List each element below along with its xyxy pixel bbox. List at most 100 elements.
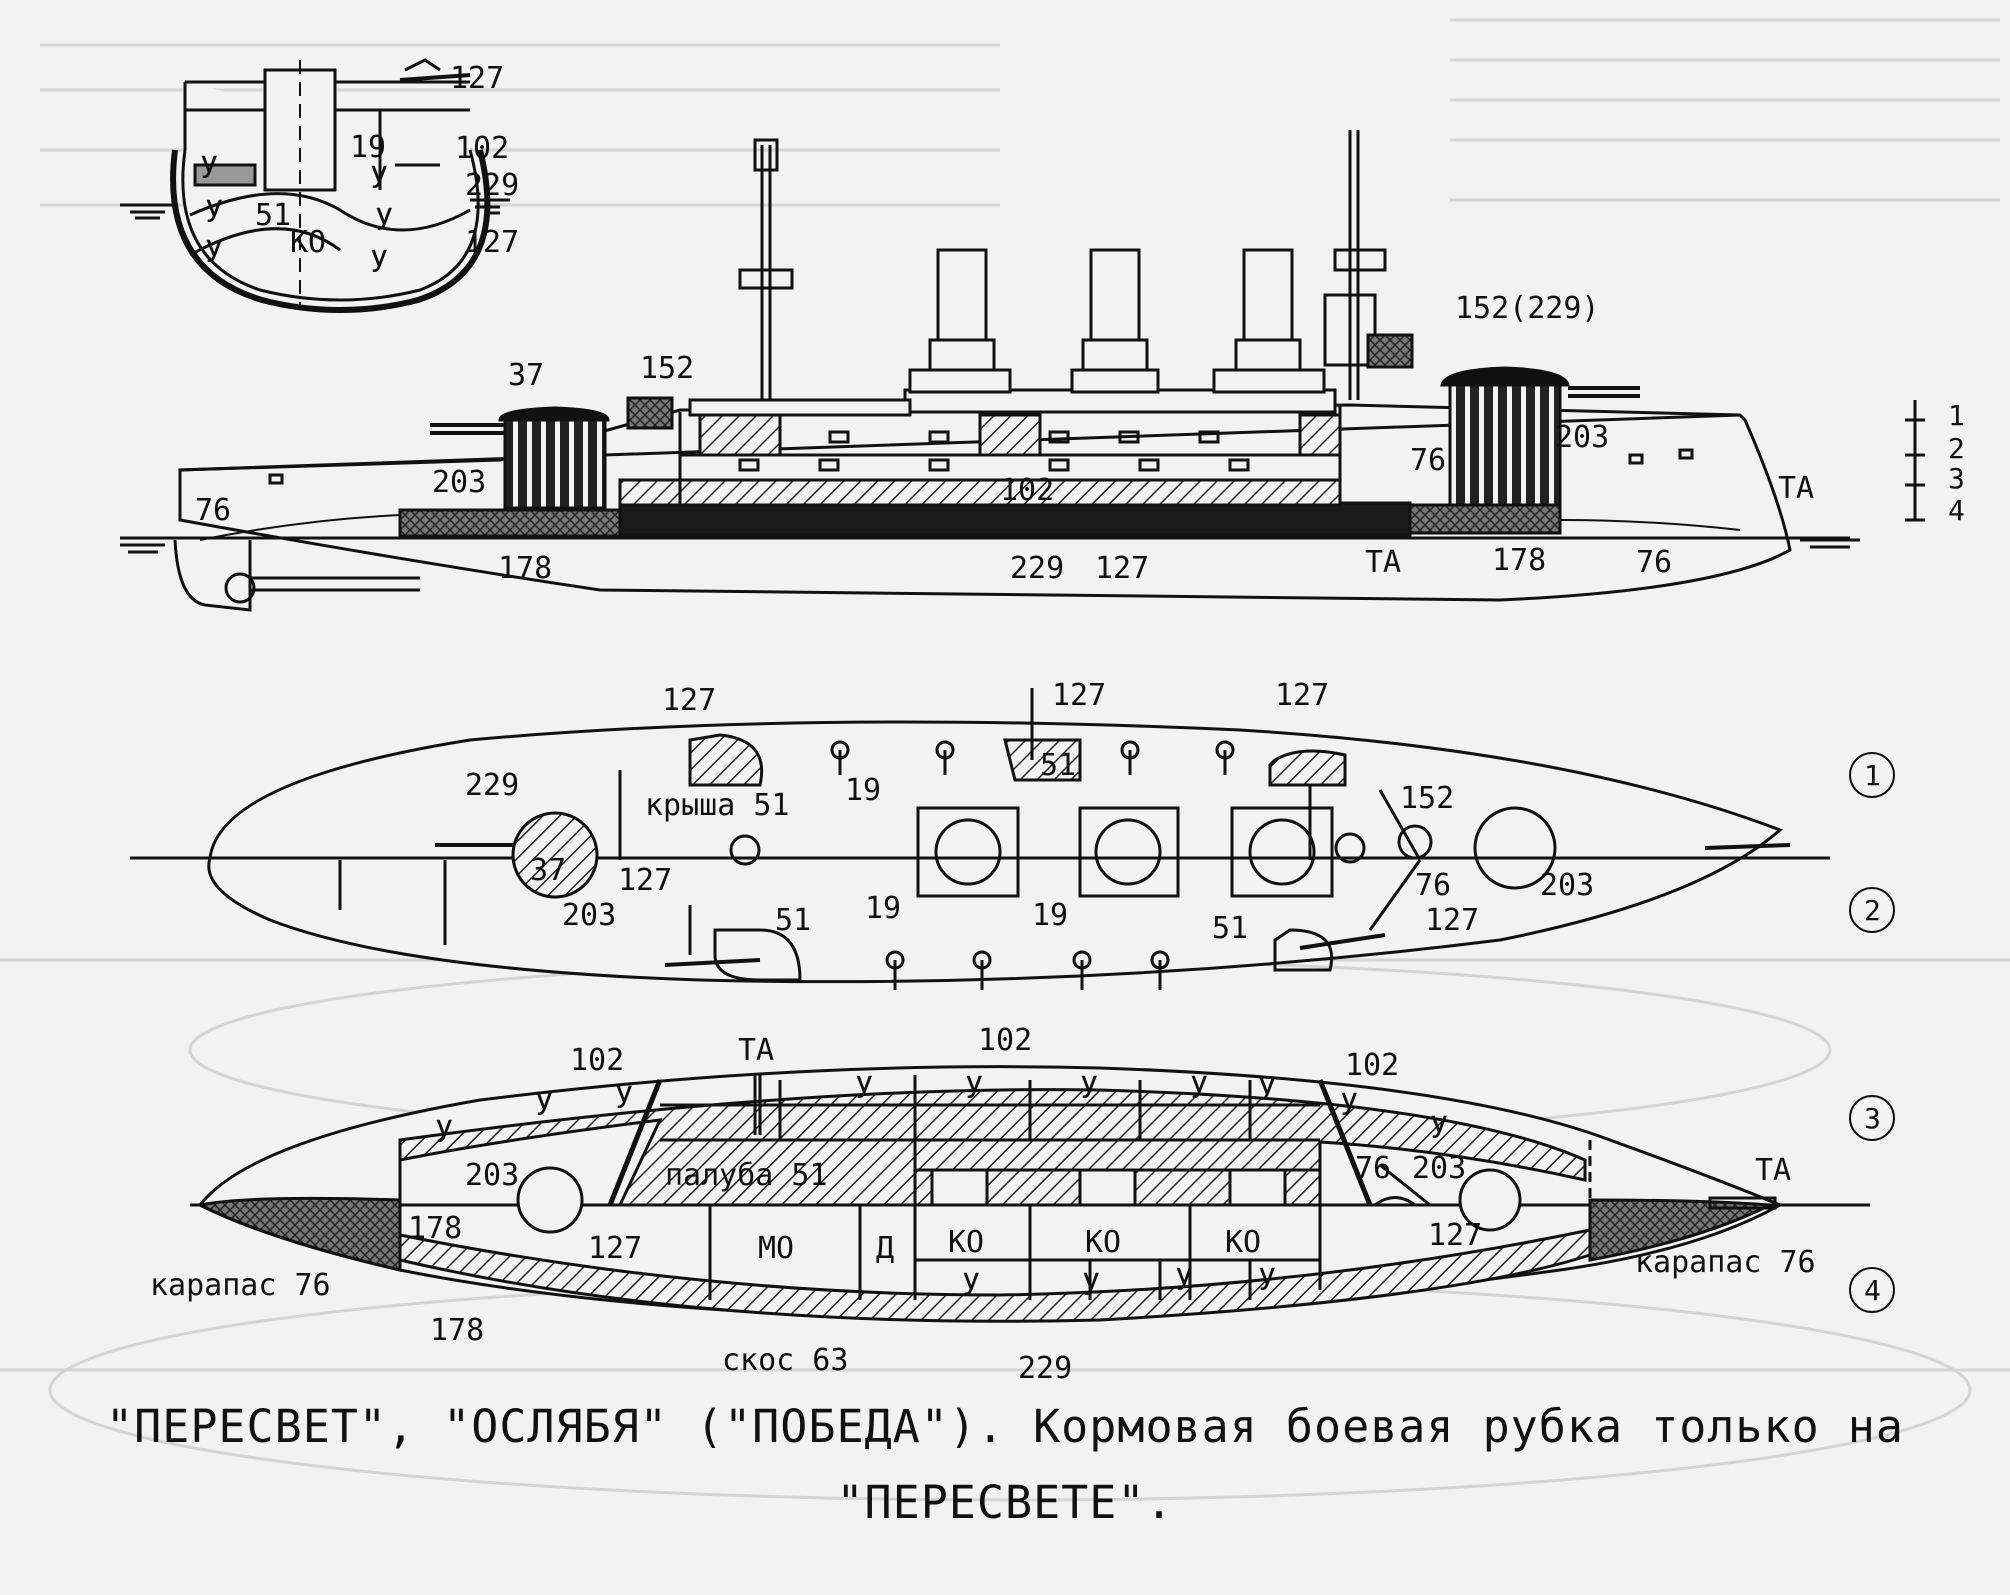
plan-label: 51	[1040, 748, 1076, 783]
profile-label: 152(229)	[1455, 291, 1600, 326]
level-mark: 2	[1864, 894, 1881, 927]
plan-label: 102	[570, 1043, 624, 1078]
plan-label: У	[1190, 1071, 1208, 1106]
profile-label: 127	[1095, 551, 1149, 586]
profile-label: 76	[195, 493, 231, 528]
plan-label: 19	[1032, 898, 1068, 933]
plan-label: 203	[465, 1158, 519, 1193]
profile-label: ТА	[1365, 545, 1401, 580]
section-label: У	[205, 195, 223, 230]
plan-label: У	[1258, 1263, 1276, 1298]
plan-label: У	[615, 1081, 633, 1116]
section-view	[120, 58, 510, 314]
profile-label: 178	[1492, 543, 1546, 578]
plan-label: КО	[1085, 1225, 1121, 1260]
profile-label: 152	[640, 351, 694, 386]
plan-label: 51	[775, 903, 811, 938]
plan-label: 102	[978, 1023, 1032, 1058]
plan-label: 127	[1275, 678, 1329, 713]
plan-label: У	[1175, 1263, 1193, 1298]
profile-label: 178	[498, 551, 552, 586]
plan-label: 19	[845, 773, 881, 808]
section-label: 102	[455, 131, 509, 166]
deck-plan-upper	[130, 688, 1830, 990]
section-label: У	[370, 161, 388, 196]
plan-label: крыша 51	[645, 788, 790, 823]
section-label: 19	[350, 130, 386, 165]
caption-line-1: "ПЕРЕСВЕТ", "ОСЛЯБЯ" ("ПОБЕДА"). Кормова…	[106, 1400, 1904, 1453]
plan-label: 203	[1540, 868, 1594, 903]
profile-label: 203	[1555, 420, 1609, 455]
plan-label: 178	[408, 1211, 462, 1246]
plan-label: У	[1080, 1071, 1098, 1106]
plan-label: У	[535, 1088, 553, 1123]
section-label: 127	[465, 225, 519, 260]
plan-label: 102	[1345, 1048, 1399, 1083]
section-labels: 127 19 102 229 127 51 КО У У У У У У	[200, 61, 519, 280]
level-mark: 1	[1948, 399, 1965, 432]
profile-labels: 37 152 152(229) 203 203 76 76 76 102 178…	[195, 291, 1965, 586]
plan-label: 127	[618, 863, 672, 898]
profile-label: 76	[1410, 443, 1446, 478]
plan-label: 127	[662, 683, 716, 718]
plan-label: Д	[876, 1231, 894, 1266]
section-label: 127	[450, 61, 504, 96]
plan-label: 127	[588, 1231, 642, 1266]
caption-line-2: "ПЕРЕСВЕТЕ".	[836, 1476, 1174, 1529]
plan-label: 76	[1415, 868, 1451, 903]
level-mark: 4	[1864, 1274, 1881, 1307]
plan-label: ТА	[1755, 1153, 1791, 1188]
plan-label: 127	[1425, 903, 1479, 938]
profile-label: 229	[1010, 551, 1064, 586]
plan-label: 203	[562, 898, 616, 933]
section-label: КО	[290, 225, 326, 260]
level-mark: 1	[1864, 759, 1881, 792]
section-label: У	[200, 151, 218, 186]
plan-label: 127	[1052, 678, 1106, 713]
plan-label: 178	[430, 1313, 484, 1348]
section-label: 229	[465, 168, 519, 203]
plan-label: 127	[1428, 1218, 1482, 1253]
deck-plan-lower	[190, 1065, 1870, 1323]
plan-label: У	[1258, 1073, 1276, 1108]
plan-label: У	[962, 1268, 980, 1303]
plan-label: У	[1430, 1111, 1448, 1146]
plan-label: У	[1082, 1268, 1100, 1303]
plan-label: МО	[758, 1231, 794, 1266]
lower-plan-labels: 102 ТА 102 102 У У У У У У У У У У 203 п…	[150, 1023, 1895, 1386]
plan-label: КО	[948, 1225, 984, 1260]
profile-label: 76	[1636, 545, 1672, 580]
level-mark: 2	[1948, 432, 1965, 465]
profile-label: 102	[1000, 473, 1054, 508]
plan-label: 203	[1412, 1151, 1466, 1186]
profile-label: ТА	[1778, 471, 1814, 506]
plan-label: КО	[1225, 1225, 1261, 1260]
plan-label: У	[1340, 1088, 1358, 1123]
level-mark: 3	[1864, 1102, 1881, 1135]
level-mark: 3	[1948, 462, 1965, 495]
plan-label: ТА	[738, 1033, 774, 1068]
plan-label: карапас 76	[1635, 1245, 1816, 1280]
plan-label: 19	[865, 891, 901, 926]
plan-label: У	[435, 1115, 453, 1150]
section-label: У	[375, 203, 393, 238]
plan-label: 229	[465, 768, 519, 803]
plan-label: 229	[1018, 1351, 1072, 1386]
upper-plan-labels: 127 127 127 229 крыша 51 19 51 37 152 12…	[465, 678, 1895, 946]
profile-label: 37	[508, 358, 544, 393]
plan-label: У	[965, 1071, 983, 1106]
level-mark: 4	[1948, 494, 1965, 527]
plan-label: 76	[1355, 1151, 1391, 1186]
profile-label: 203	[432, 465, 486, 500]
plan-label: У	[855, 1071, 873, 1106]
plan-label: карапас 76	[150, 1268, 331, 1303]
section-label: 51	[255, 198, 291, 233]
plan-label: 51	[1212, 911, 1248, 946]
plan-label: скос 63	[722, 1343, 848, 1378]
plan-label: 152	[1400, 781, 1454, 816]
plan-label: 37	[530, 853, 566, 888]
plan-label: палуба 51	[665, 1158, 828, 1193]
section-label: У	[205, 235, 223, 270]
section-label: У	[370, 245, 388, 280]
